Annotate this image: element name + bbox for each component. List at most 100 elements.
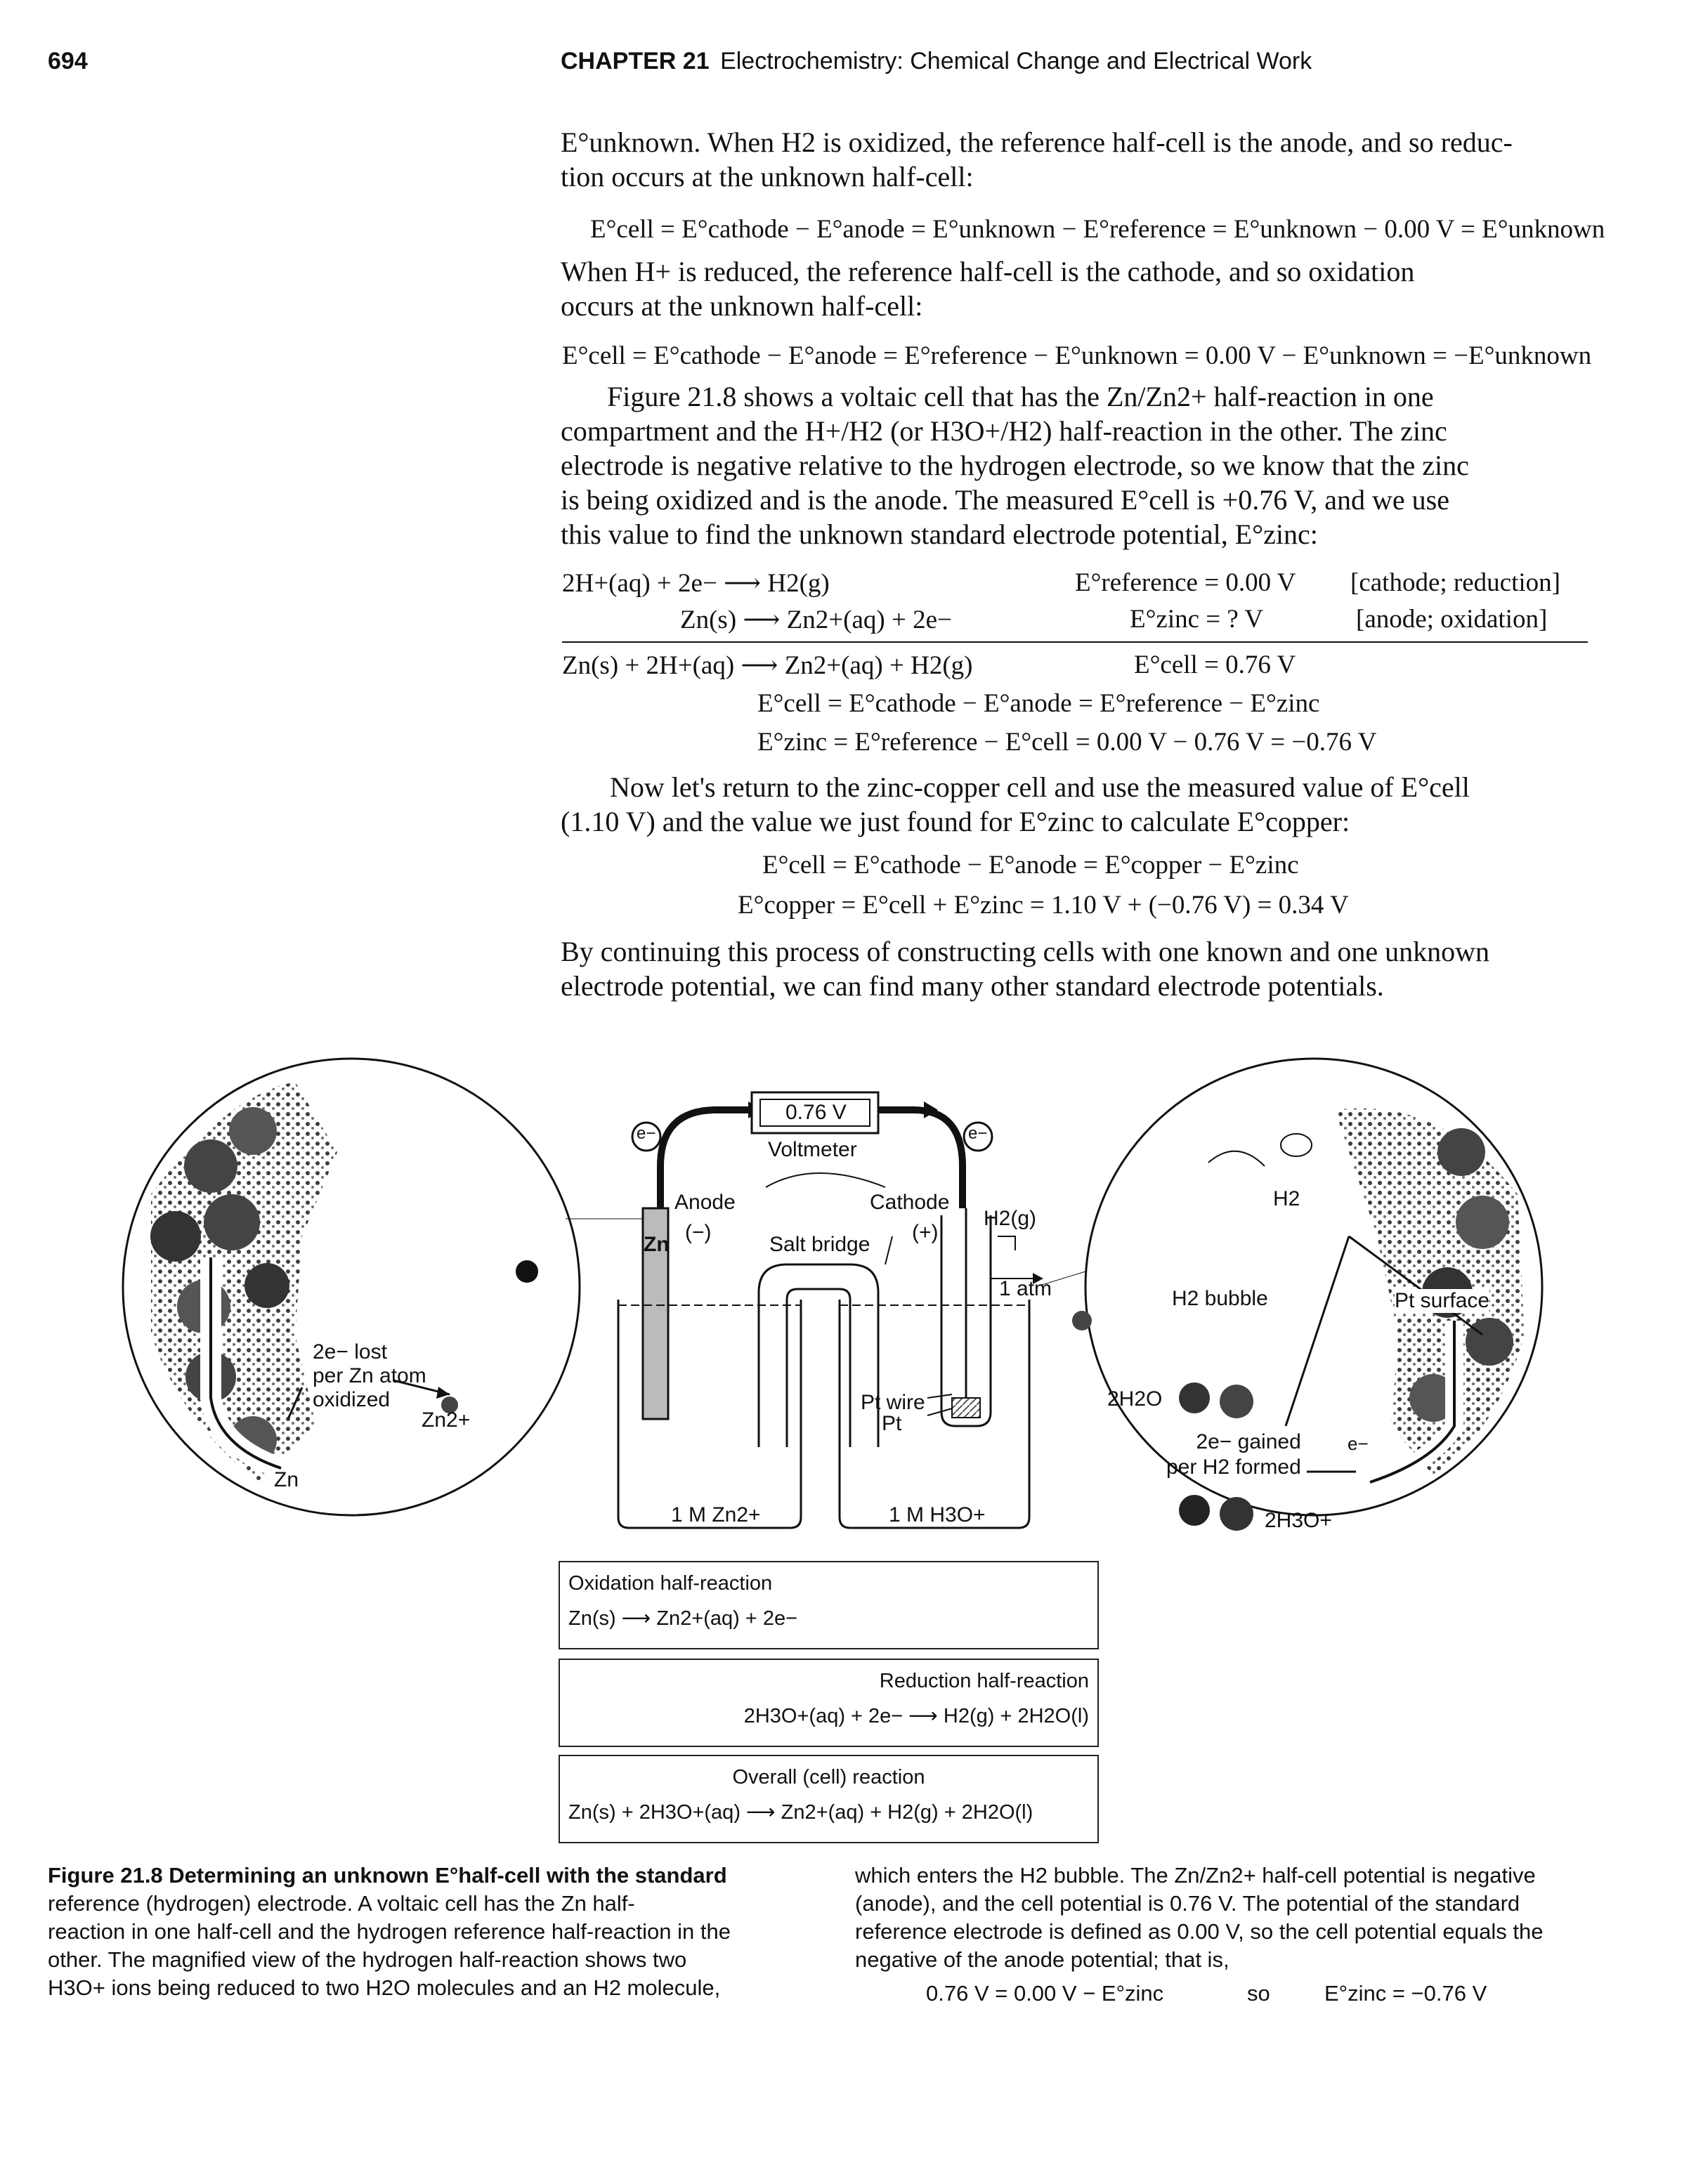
reduction-title: Reduction half-reaction xyxy=(879,1670,1089,1692)
text-line: 2e− gained xyxy=(1196,1430,1301,1453)
salt-bridge-label: Salt bridge xyxy=(769,1233,870,1256)
left-beaker xyxy=(617,1300,802,1529)
pt-wire-label: Pt wire xyxy=(861,1391,925,1414)
electrons-gained-label: 2e− gained per H2 formed xyxy=(1166,1430,1301,1480)
equation-2: E°cell = E°cathode − E°anode = E°referen… xyxy=(562,341,1592,370)
chapter-title: Electrochemistry: Chemical Change and El… xyxy=(720,48,1312,74)
equation-6: E°copper = E°cell + E°zinc = 1.10 V + (−… xyxy=(738,891,1349,920)
sum-rule xyxy=(562,641,1588,643)
zinc-ion-label: Zn2+ xyxy=(422,1408,471,1432)
external-wire xyxy=(657,1106,966,1208)
text-line: occurs at the unknown half-cell: xyxy=(561,290,923,322)
paragraph-2: When H+ is reduced, the reference half-c… xyxy=(561,254,1588,323)
text-line: Now let's return to the zinc-copper cell… xyxy=(610,771,1470,803)
caption-final-so: so xyxy=(1247,1981,1270,2006)
text-line: compartment and the H+/H2 (or H3O+/H2) h… xyxy=(561,415,1447,447)
pt-surface-label: Pt surface xyxy=(1395,1289,1490,1313)
right-solution-label: 1 M H3O+ xyxy=(889,1503,986,1526)
h2-molecule-label: H2 xyxy=(1273,1187,1300,1210)
page-number: 694 xyxy=(48,48,88,74)
overall-box: Overall (cell) reaction Zn(s) + 2H3O+(aq… xyxy=(559,1755,1099,1843)
caption-line: which enters the H2 bubble. The Zn/Zn2+ … xyxy=(855,1863,1536,1888)
caption-final-equation-right: E°zinc = −0.76 V xyxy=(1324,1981,1487,2006)
equation-3: E°cell = E°cathode − E°anode = E°referen… xyxy=(757,689,1320,718)
reaction-1-potential: E°reference = 0.00 V xyxy=(1075,568,1296,597)
text-line: Figure 21.8 shows a voltaic cell that ha… xyxy=(607,381,1434,412)
chapter-label: CHAPTER 21 xyxy=(561,48,710,74)
reaction-1-note: [cathode; reduction] xyxy=(1350,568,1560,597)
text-line: When H+ is reduced, the reference half-c… xyxy=(561,256,1415,287)
text-line: per H2 formed xyxy=(1166,1456,1301,1479)
oxidation-title: Oxidation half-reaction xyxy=(568,1572,773,1595)
pt-label: Pt xyxy=(882,1412,902,1435)
caption-line: reference (hydrogen) electrode. A voltai… xyxy=(48,1891,635,1916)
oxidation-box: Oxidation half-reaction Zn(s) ⟶ Zn2+(aq)… xyxy=(559,1561,1099,1649)
text-line: is being oxidized and is the anode. The … xyxy=(561,484,1449,516)
voltmeter-label: Voltmeter xyxy=(768,1138,857,1161)
caption-line: Figure 21.8 Determining an unknown E°hal… xyxy=(48,1863,727,1888)
reaction-2-note: [anode; oxidation] xyxy=(1356,605,1548,634)
right-beaker xyxy=(838,1300,1031,1529)
pt-electron-label: e− xyxy=(1348,1433,1369,1454)
paragraph-3: Figure 21.8 shows a voltaic cell that ha… xyxy=(561,379,1588,551)
reaction-3-equation: Zn(s) + 2H+(aq) ⟶ Zn2+(aq) + H2(g) xyxy=(562,651,973,680)
zinc-label: Zn xyxy=(644,1233,670,1256)
text-line: E°unknown. When H2 is oxidized, the refe… xyxy=(561,126,1513,158)
text-line: oxidized xyxy=(313,1388,391,1411)
text-line: 2e− lost xyxy=(313,1340,387,1364)
equation-4: E°zinc = E°reference − E°cell = 0.00 V −… xyxy=(757,728,1377,757)
caption-line: (anode), and the cell potential is 0.76 … xyxy=(855,1891,1520,1916)
running-header: CHAPTER 21 Electrochemistry: Chemical Ch… xyxy=(561,48,1312,75)
reaction-3-potential: E°cell = 0.76 V xyxy=(1134,650,1296,679)
caption-line: negative of the anode potential; that is… xyxy=(855,1947,1229,1972)
anode-label: Anode xyxy=(674,1191,736,1214)
hydrogen-gas-label: H2(g) xyxy=(984,1207,1037,1230)
zinc-atom-label: Zn xyxy=(274,1468,299,1491)
caption-line: other. The magnified view of the hydroge… xyxy=(48,1947,687,1972)
text-line: tion occurs at the unknown half-cell: xyxy=(561,161,974,192)
paragraph-5: By continuing this process of constructi… xyxy=(561,934,1588,1003)
reaction-2-potential: E°zinc = ? V xyxy=(1130,605,1264,634)
salt-bridge-tube xyxy=(757,1263,880,1447)
equation-1: E°cell = E°cathode − E°anode = E°unknown… xyxy=(590,215,1605,244)
text-line: By continuing this process of constructi… xyxy=(561,936,1490,967)
paragraph-4: Now let's return to the zinc-copper cell… xyxy=(561,770,1588,839)
voltmeter-reading: 0.76 V xyxy=(785,1101,847,1124)
reduction-box: Reduction half-reaction 2H3O+(aq) + 2e− … xyxy=(559,1659,1099,1747)
caption-final-equation-left: 0.76 V = 0.00 V − E°zinc xyxy=(926,1981,1164,2006)
text-line: electrode is negative relative to the hy… xyxy=(561,450,1469,481)
water-label: 2H2O xyxy=(1107,1387,1163,1411)
platinum-plate xyxy=(951,1397,981,1418)
hydronium-label: 2H3O+ xyxy=(1265,1509,1332,1532)
paragraph-1: E°unknown. When H2 is oxidized, the refe… xyxy=(561,125,1588,194)
reduction-equation: 2H3O+(aq) + 2e− ⟶ H2(g) + 2H2O(l) xyxy=(743,1705,1089,1727)
text-line: electrode potential, we can find many ot… xyxy=(561,970,1384,1002)
figure-caption-right: which enters the H2 bubble. The Zn/Zn2+ … xyxy=(855,1862,1589,1974)
caption-line: H3O+ ions being reduced to two H2O molec… xyxy=(48,1975,721,2000)
text-line: this value to find the unknown standard … xyxy=(561,518,1318,550)
h2-bubble-label: H2 bubble xyxy=(1172,1287,1268,1310)
reaction-1-equation: 2H+(aq) + 2e− ⟶ H2(g) xyxy=(562,569,830,598)
figure-caption-left: Figure 21.8 Determining an unknown E°hal… xyxy=(48,1862,807,2002)
anode-sign: (−) xyxy=(685,1221,712,1244)
caption-line: reaction in one half-cell and the hydrog… xyxy=(48,1919,731,1944)
cathode-label: Cathode xyxy=(870,1191,950,1214)
reaction-2-equation: Zn(s) ⟶ Zn2+(aq) + 2e− xyxy=(680,606,952,634)
zinc-electrode xyxy=(641,1207,670,1420)
electrons-lost-label: 2e− lost per Zn atom oxidized xyxy=(313,1340,426,1412)
caption-line: reference electrode is defined as 0.00 V… xyxy=(855,1919,1544,1944)
text-line: per Zn atom xyxy=(313,1364,426,1387)
oxidation-equation: Zn(s) ⟶ Zn2+(aq) + 2e− xyxy=(568,1607,798,1630)
overall-equation: Zn(s) + 2H3O+(aq) ⟶ Zn2+(aq) + H2(g) + 2… xyxy=(568,1801,1033,1824)
cathode-sign: (+) xyxy=(912,1221,939,1244)
electron-left-label: e− xyxy=(637,1124,656,1143)
equation-5: E°cell = E°cathode − E°anode = E°copper … xyxy=(762,851,1299,880)
electron-right-label: e− xyxy=(968,1124,988,1143)
electron-marker-right xyxy=(963,1121,993,1152)
left-solution-label: 1 M Zn2+ xyxy=(671,1503,761,1526)
text-line: (1.10 V) and the value we just found for… xyxy=(561,806,1350,837)
overall-title: Overall (cell) reaction xyxy=(732,1766,925,1789)
electron-marker-left xyxy=(631,1121,662,1152)
hydrogen-electrode-tube xyxy=(940,1215,992,1427)
